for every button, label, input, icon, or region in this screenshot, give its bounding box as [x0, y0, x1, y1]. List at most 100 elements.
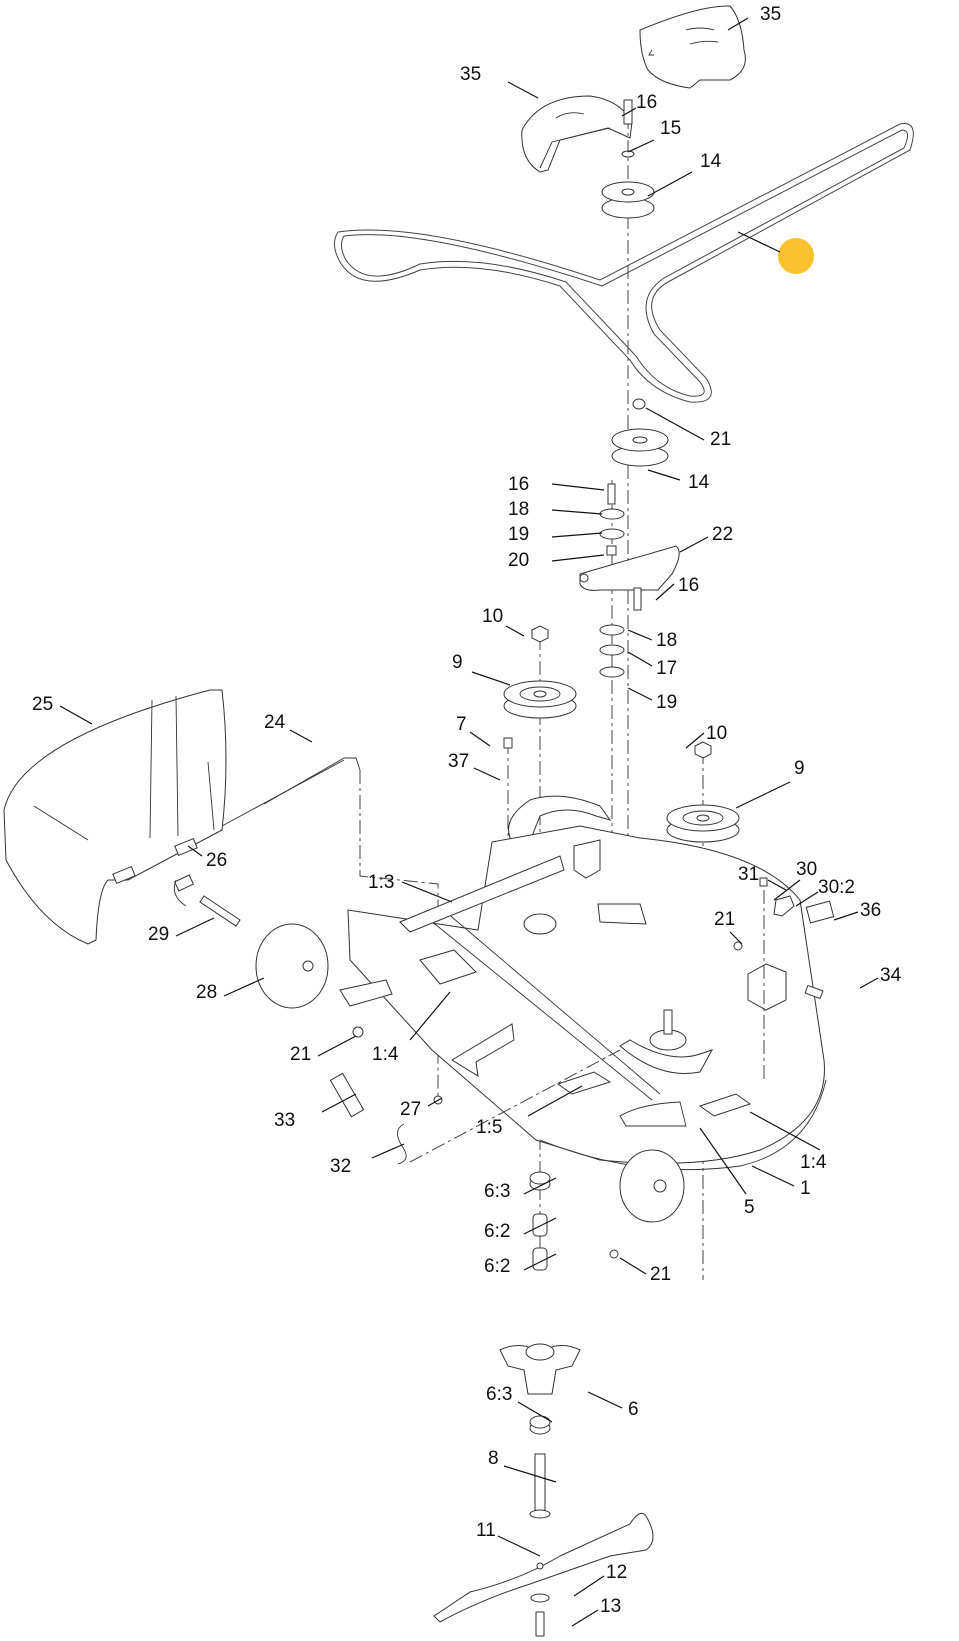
belt-cover-left [521, 95, 633, 173]
callout-label-19: 19 [656, 692, 677, 713]
callout-label-6-2: 6:2 [484, 1221, 510, 1242]
leader-line-37 [473, 767, 501, 781]
callout-label-16: 16 [508, 474, 529, 495]
highlight-marker[interactable] [778, 238, 814, 274]
callout-label-9: 9 [794, 758, 805, 779]
callout-label-1-5: 1:5 [476, 1117, 502, 1138]
callout-label-30-2: 30:2 [818, 877, 855, 898]
belt-leader [737, 231, 781, 253]
callout-label-12: 12 [606, 1562, 627, 1583]
callout-label-36: 36 [860, 900, 881, 921]
callout-label-15: 15 [660, 118, 681, 139]
callout-label-1-4: 1:4 [800, 1152, 827, 1173]
callout-label-14: 14 [688, 472, 710, 493]
washer-17 [599, 644, 625, 656]
bolt-16-lower [633, 587, 642, 611]
leader-line-16 [551, 483, 605, 491]
callout-label-33: 33 [274, 1110, 295, 1131]
nut-21-left [352, 1026, 364, 1038]
callout-label-7: 7 [456, 714, 467, 735]
leader-line-8 [503, 1465, 557, 1483]
callout-label-14: 14 [700, 151, 722, 172]
leader-line-34 [859, 977, 879, 989]
spring-33 [329, 1072, 365, 1118]
bolt-16-mid [607, 483, 616, 505]
leader-line-20 [551, 554, 605, 562]
callout-label-16: 16 [678, 575, 699, 596]
leader-line-14 [647, 171, 693, 197]
pulley-9-right [666, 804, 740, 843]
leader-line-11 [497, 1535, 541, 1557]
drive-belt [334, 123, 914, 403]
callout-label-24: 24 [264, 712, 286, 733]
leader-line-21 [317, 1035, 357, 1057]
chute-axis [359, 770, 439, 1100]
leader-line-22 [679, 536, 709, 553]
leader-line-5 [699, 1127, 747, 1195]
pulley-9-left [503, 680, 577, 719]
leader-line-15 [627, 139, 655, 153]
bracket-37 [508, 795, 612, 847]
decal-1-4-right [698, 1093, 752, 1117]
callout-label-11: 11 [476, 1520, 496, 1541]
callout-label-18: 18 [508, 499, 529, 520]
callout-label-21: 21 [714, 909, 735, 930]
leader-line-21 [645, 407, 705, 441]
callout-label-37: 37 [448, 751, 469, 772]
shaft-8 [529, 1453, 551, 1519]
callout-label-35: 35 [460, 64, 481, 85]
wheel-28 [255, 923, 329, 1009]
callout-label-10: 10 [482, 606, 503, 627]
pin-29 [199, 895, 241, 927]
callout-label-6: 6 [628, 1399, 639, 1420]
bolt-31 [759, 877, 768, 887]
callout-label-29: 29 [148, 924, 169, 945]
callout-label-6-2: 6:2 [484, 1256, 510, 1277]
callout-label-19: 19 [508, 524, 529, 545]
leader-line-24 [289, 729, 313, 743]
leader-line-19 [551, 532, 603, 538]
spring-26 [173, 874, 195, 907]
callout-label-30: 30 [796, 859, 817, 880]
spacer-6-2-a [532, 1213, 548, 1237]
leader-line-7 [469, 731, 491, 747]
callout-label-28: 28 [196, 982, 217, 1003]
leader-line-33 [321, 1093, 357, 1113]
callout-label-18: 18 [656, 630, 677, 651]
leader-line-6-3 [517, 1401, 553, 1423]
nut-21-top [632, 398, 646, 410]
callout-label-1-4: 1:4 [372, 1044, 399, 1065]
hook-32 [397, 1123, 407, 1165]
leader-line-9 [735, 781, 791, 809]
leader-line-6-2 [523, 1253, 557, 1271]
idler-pulley-14-top [601, 181, 655, 219]
callout-label-10: 10 [706, 723, 727, 744]
bearing-6-3-bottom [529, 1415, 551, 1435]
leader-line-10 [685, 732, 705, 749]
leader-line-1-5 [527, 1085, 583, 1117]
leader-line-21 [729, 931, 743, 945]
mower-deck-1 [339, 825, 827, 1223]
leader-line-35 [507, 81, 539, 99]
callout-label-26: 26 [206, 850, 227, 871]
leader-line-12 [573, 1575, 605, 1597]
leader-line-1 [751, 1165, 795, 1187]
leader-line-14 [647, 469, 681, 481]
idler-pulley-14-lower [611, 428, 669, 467]
leader-line-18 [627, 629, 653, 641]
bolt-13 [535, 1611, 545, 1637]
bracket-right [747, 963, 787, 1011]
decal-5 [619, 1101, 687, 1127]
callout-label-8: 8 [488, 1448, 499, 1469]
leader-line-25 [59, 705, 93, 725]
callout-label-20: 20 [508, 550, 529, 571]
callout-label-21: 21 [290, 1044, 311, 1065]
leader-line-1-4 [749, 1111, 821, 1151]
leader-line-16 [655, 583, 675, 601]
leader-line-1-3 [401, 881, 453, 903]
washer-12 [530, 1593, 550, 1603]
leader-line-6-2 [523, 1217, 557, 1235]
leader-line-17 [627, 651, 653, 667]
